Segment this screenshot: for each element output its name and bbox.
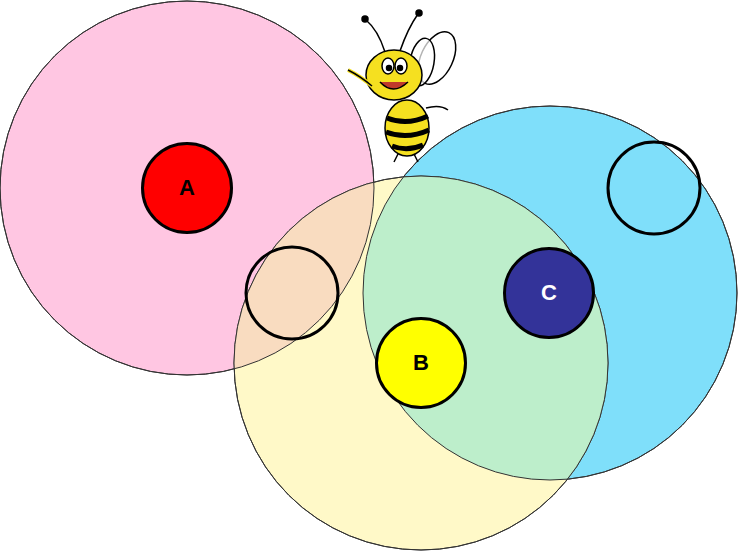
pink-yellow-overlap <box>0 1 374 375</box>
navy-circle: C <box>503 247 595 339</box>
circle-label: A <box>179 176 195 200</box>
empty-circle <box>246 247 338 339</box>
yellow-circle: B <box>375 317 467 409</box>
bee-illustration <box>348 10 463 162</box>
empty-circle <box>608 142 700 234</box>
yellow-cyan-overlap <box>363 106 737 480</box>
cyan-set <box>363 106 737 480</box>
pink-set <box>0 1 374 375</box>
circle-label: C <box>541 281 557 305</box>
red-circle: A <box>141 142 233 234</box>
circle-label: B <box>413 351 429 375</box>
